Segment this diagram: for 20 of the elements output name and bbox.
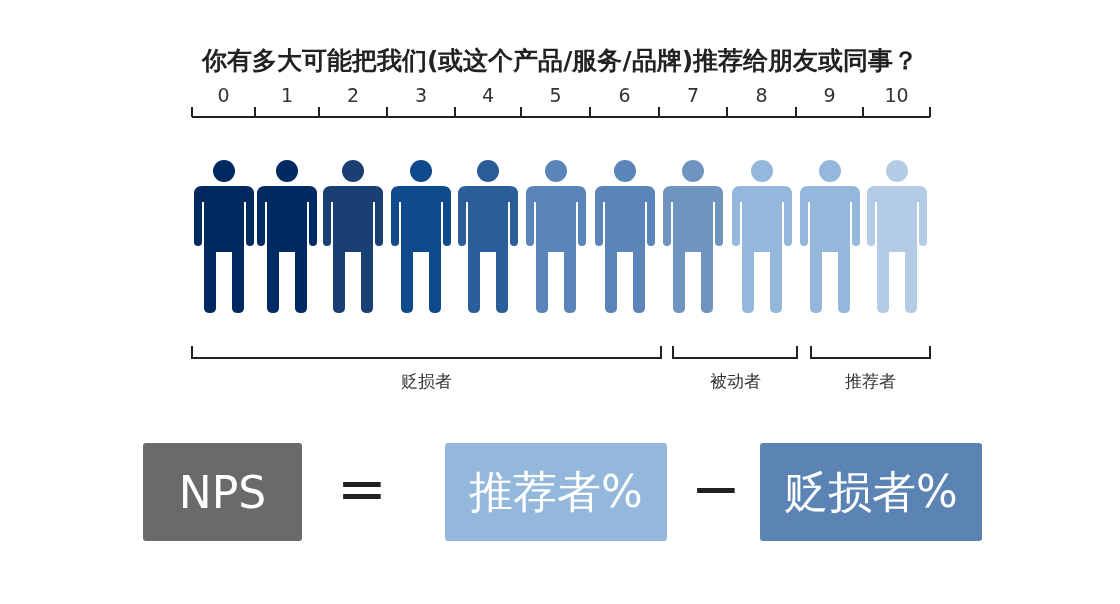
scale-number: 9 xyxy=(822,84,837,106)
scale-number: 6 xyxy=(617,84,632,106)
scale-number: 0 xyxy=(216,84,231,106)
scale-number: 4 xyxy=(480,84,496,106)
scale-number: 10 xyxy=(883,84,910,106)
scale-number: 2 xyxy=(345,84,361,106)
group-label: 推荐者 xyxy=(844,370,897,393)
scale-number: 8 xyxy=(754,84,769,106)
scale-number: 7 xyxy=(685,84,701,106)
scale-number: 3 xyxy=(413,84,429,106)
scale-number: 1 xyxy=(279,84,295,106)
formula-box: NPS xyxy=(143,443,302,541)
formula-box: 贬损者% xyxy=(760,443,982,541)
scale-number: 5 xyxy=(548,84,563,106)
group-label: 被动者 xyxy=(708,370,762,393)
formula-box: 推荐者% xyxy=(445,443,667,541)
title: 你有多大可能把我们(或这个产品/服务/品牌)推荐给朋友或同事？ xyxy=(200,45,920,77)
minus-sign: − xyxy=(689,458,743,518)
equals-sign: = xyxy=(335,458,389,518)
group-label: 贬损者 xyxy=(400,370,453,393)
